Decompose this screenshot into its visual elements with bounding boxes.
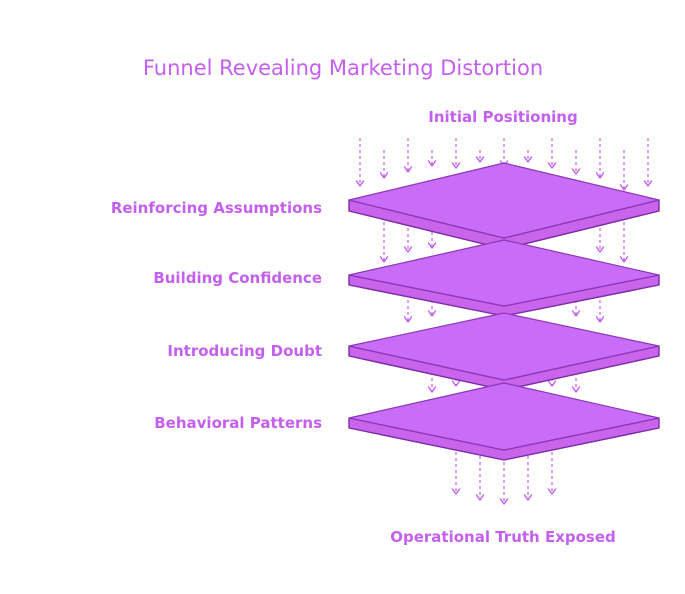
dashed-arrow-25 [571, 372, 581, 393]
dashed-arrow-11 [619, 150, 629, 191]
layer-top-face [348, 312, 660, 381]
funnel-layer-1 [348, 162, 660, 250]
dashed-arrow-0 [355, 138, 365, 187]
dashed-arrow-19 [427, 300, 437, 317]
dashed-arrow-8 [547, 138, 557, 169]
top-label: Initial Positioning [428, 108, 577, 126]
dashed-arrow-26 [451, 452, 461, 495]
dashed-arrow-22 [427, 372, 437, 393]
funnel-layer-4 [348, 382, 660, 461]
dashed-arrow-6 [499, 138, 509, 167]
dashed-arrow-1 [379, 150, 389, 179]
dashed-arrow-28 [499, 456, 509, 505]
dashed-arrow-14 [403, 222, 413, 253]
dashed-arrow-5 [475, 150, 485, 163]
layer-label-4: Behavioral Patterns [154, 414, 322, 432]
layer-top-face [348, 239, 660, 307]
dashed-arrow-15 [427, 226, 437, 249]
dashed-arrow-21 [595, 300, 605, 323]
dashed-arrow-9 [571, 150, 581, 175]
layer-label-1: Reinforcing Assumptions [111, 199, 322, 217]
dashed-arrow-27 [475, 456, 485, 501]
dashed-arrow-30 [547, 452, 557, 495]
dashed-arrow-18 [403, 300, 413, 323]
flow-arrows [355, 138, 653, 505]
dashed-arrow-20 [571, 300, 581, 317]
dashed-arrow-17 [619, 222, 629, 263]
bottom-label: Operational Truth Exposed [390, 528, 616, 546]
layer-label-3: Introducing Doubt [167, 342, 322, 360]
dashed-arrow-10 [595, 138, 605, 179]
dashed-arrow-12 [643, 138, 653, 187]
dashed-arrow-2 [403, 138, 413, 173]
funnel-layer-3 [348, 312, 660, 391]
dashed-arrow-16 [595, 222, 605, 253]
dashed-arrow-13 [379, 222, 389, 263]
dashed-arrow-3 [427, 150, 437, 167]
dashed-arrow-4 [451, 138, 461, 169]
layer-top-face [348, 162, 660, 239]
dashed-arrow-7 [523, 150, 533, 163]
dashed-arrow-29 [523, 456, 533, 501]
funnel-layer-2 [348, 239, 660, 317]
diagram-title: Funnel Revealing Marketing Distortion [143, 56, 543, 80]
layer-top-face [348, 382, 660, 451]
layer-label-2: Building Confidence [153, 269, 322, 287]
funnel-layers [348, 162, 660, 461]
